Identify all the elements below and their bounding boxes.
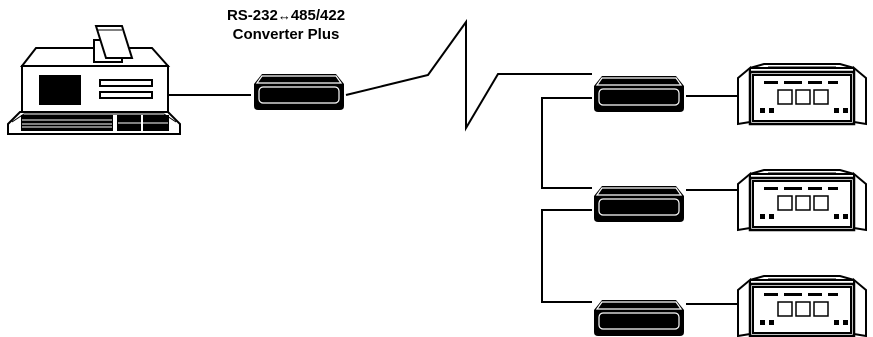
converter-box-icon <box>593 185 685 223</box>
bus-line-2 <box>541 209 592 303</box>
bus-line-1 <box>541 97 592 189</box>
rack-instrument-icon <box>736 168 868 232</box>
connection-lines <box>168 18 740 305</box>
title-converter-plus: Converter Plus <box>232 26 340 43</box>
title-rs232: RS-232 <box>226 7 278 24</box>
personal-computer-icon <box>7 25 181 135</box>
title-485-422: 485/422 <box>290 7 346 24</box>
bidirectional-arrow-icon: ↔ <box>277 8 291 23</box>
converter-box-icon <box>593 299 685 337</box>
converter-box-icon <box>593 75 685 113</box>
diagram-title: RS-232↔485/422 Converter Plus <box>186 6 386 44</box>
rack-instrument-icon <box>736 62 868 126</box>
long-distance-link <box>345 18 592 132</box>
converter-box-icon <box>253 73 345 111</box>
rack-instrument-icon <box>736 274 868 337</box>
